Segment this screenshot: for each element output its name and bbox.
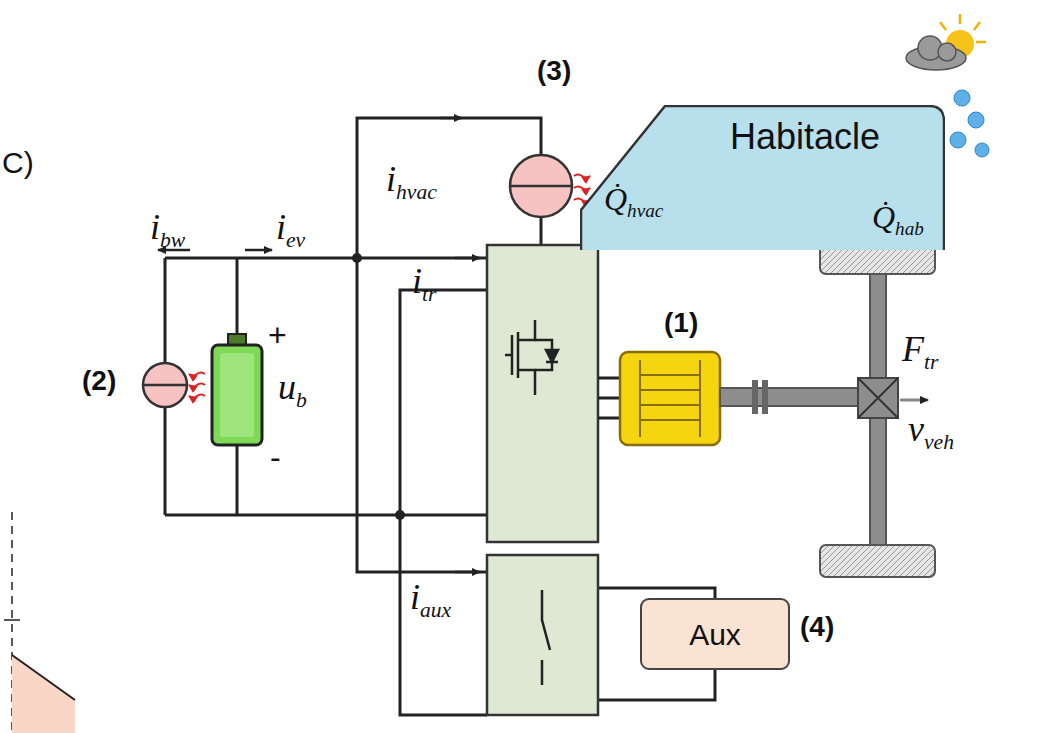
terminal-sign: - <box>270 440 281 475</box>
box-label: Aux <box>689 618 741 651</box>
callout-number: (3) <box>537 56 571 87</box>
current-label: iev <box>276 208 305 252</box>
symbol-base: i <box>150 207 160 247</box>
heat-flow-label: Q̇hvac <box>604 182 663 221</box>
thermal-source-2 <box>143 363 205 407</box>
inverter <box>487 245 622 542</box>
symbol-subscript: b <box>296 388 307 412</box>
callout-number: (1) <box>664 308 698 339</box>
symbol-base: i <box>410 577 420 617</box>
callout-number: (2) <box>82 366 116 397</box>
symbol-base: v <box>908 409 924 449</box>
voltage-label: ub <box>278 368 307 412</box>
force-label: Ftr <box>902 330 938 374</box>
aux-switch <box>487 555 598 715</box>
symbol-subscript: hab <box>895 218 924 239</box>
current-label: itr <box>412 262 436 306</box>
callout-number: (4) <box>800 612 834 643</box>
battery <box>212 334 262 445</box>
snowflakes <box>950 90 989 157</box>
cabin-title: Habitacle <box>730 117 880 157</box>
symbol-base: Q̇ <box>872 199 895 235</box>
symbol-base: i <box>412 261 422 301</box>
symbol-subscript: tr <box>924 350 938 374</box>
hvac-source <box>510 155 572 217</box>
current-label: ihvac <box>386 160 437 204</box>
symbol-subscript: veh <box>924 430 954 454</box>
auxiliary-box: Aux <box>640 598 790 670</box>
terminal-sign: + <box>268 318 287 353</box>
symbol-subscript: tr <box>422 282 436 306</box>
current-arrows <box>158 118 480 572</box>
symbol-subscript: hvac <box>627 200 663 221</box>
heat-flow-label: Q̇hab <box>872 200 924 239</box>
symbol-subscript: hvac <box>396 180 437 204</box>
symbol-base: i <box>386 159 396 199</box>
symbol-base: Q̇ <box>604 181 627 217</box>
symbol-subscript: ev <box>286 228 305 252</box>
symbol-base: F <box>902 329 924 369</box>
cropped-fragment <box>4 512 75 733</box>
current-label: ibw <box>150 208 185 252</box>
junction-dots <box>352 253 405 520</box>
cropped-text: C) <box>2 146 34 179</box>
symbol-subscript: aux <box>420 598 451 622</box>
current-label: iaux <box>410 578 451 622</box>
symbol-subscript: bw <box>160 228 185 252</box>
heat-flow <box>574 175 590 202</box>
motor <box>620 242 935 577</box>
speed-label: vveh <box>908 410 954 454</box>
weather-icon <box>906 14 986 70</box>
symbol-base: u <box>278 367 296 407</box>
symbol-base: i <box>276 207 286 247</box>
